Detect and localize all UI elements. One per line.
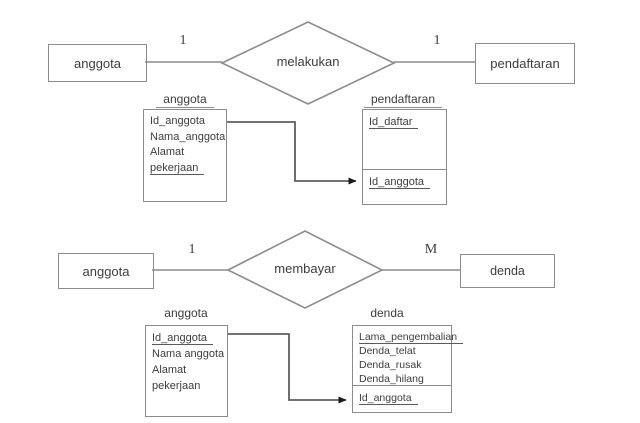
table-title-denda: denda [370,306,404,320]
entity-anggota-top: anggota [48,44,147,82]
table-denda: Lama_pengembalian Denda_telat Denda_rusa… [352,325,464,413]
table-field: Alamat [152,364,187,376]
cardinality-left-bottom: 1 [188,242,196,257]
table-title-anggota-top: anggota [145,92,225,108]
table-pendaftaran: Id_daftar Id_anggota [362,109,447,205]
table-field: Id_anggota [363,175,446,191]
entity-denda: denda [460,254,555,288]
connector-arrow-anggota-to-pendaftaran [227,121,357,185]
table-field: Denda_hilang [359,373,424,385]
table-field: pekerjaan [144,161,226,177]
table-compartment-primary: Id_daftar [363,110,446,170]
table-field: Denda_telat [359,345,416,357]
connector-arrow-anggota-to-denda [228,333,347,404]
cardinality-right-top: 1 [433,33,441,48]
table-anggota-top: Id_anggota Nama_anggota Alamat pekerjaan [143,109,227,202]
table-field: Alamat [150,146,185,158]
relationship-label-membayar: membayar [274,261,336,276]
cardinality-right-bottom: M [424,242,438,257]
table-compartment-primary: Lama_pengembalian Denda_telat Denda_rusa… [353,326,464,386]
entity-label: denda [490,264,525,278]
entity-label: anggota [82,263,130,279]
table-field: Id_anggota [150,115,206,127]
table-field: Id_anggota [353,391,451,405]
entity-pendaftaran: pendaftaran [475,43,575,84]
table-compartment-foreign: Id_anggota [363,170,446,191]
table-field: Denda_rusak [359,359,422,371]
diamond-membayar [226,230,384,309]
table-title-anggota-bottom: anggota [164,306,208,320]
entity-label: anggota [74,55,121,71]
diamond-melakukan [220,21,396,105]
entity-label: pendaftaran [490,56,560,71]
entity-anggota-bottom: anggota [58,253,154,289]
table-field: Id_daftar [363,115,446,131]
table-compartment-foreign: Id_anggota [353,386,451,405]
table-anggota-bottom: Id_anggota Nama anggota Alamat pekerjaan [145,325,228,417]
cardinality-left-top: 1 [179,33,187,48]
table-field: pekerjaan [152,380,201,392]
table-field: Nama anggota [152,348,225,360]
table-field: Nama_anggota [150,130,226,143]
table-field: Id_anggota [146,330,227,346]
relationship-label-melakukan: melakukan [276,54,340,69]
table-title-pendaftaran: pendaftaran [358,92,448,108]
table-field: Lama_pengembalian [353,330,464,344]
